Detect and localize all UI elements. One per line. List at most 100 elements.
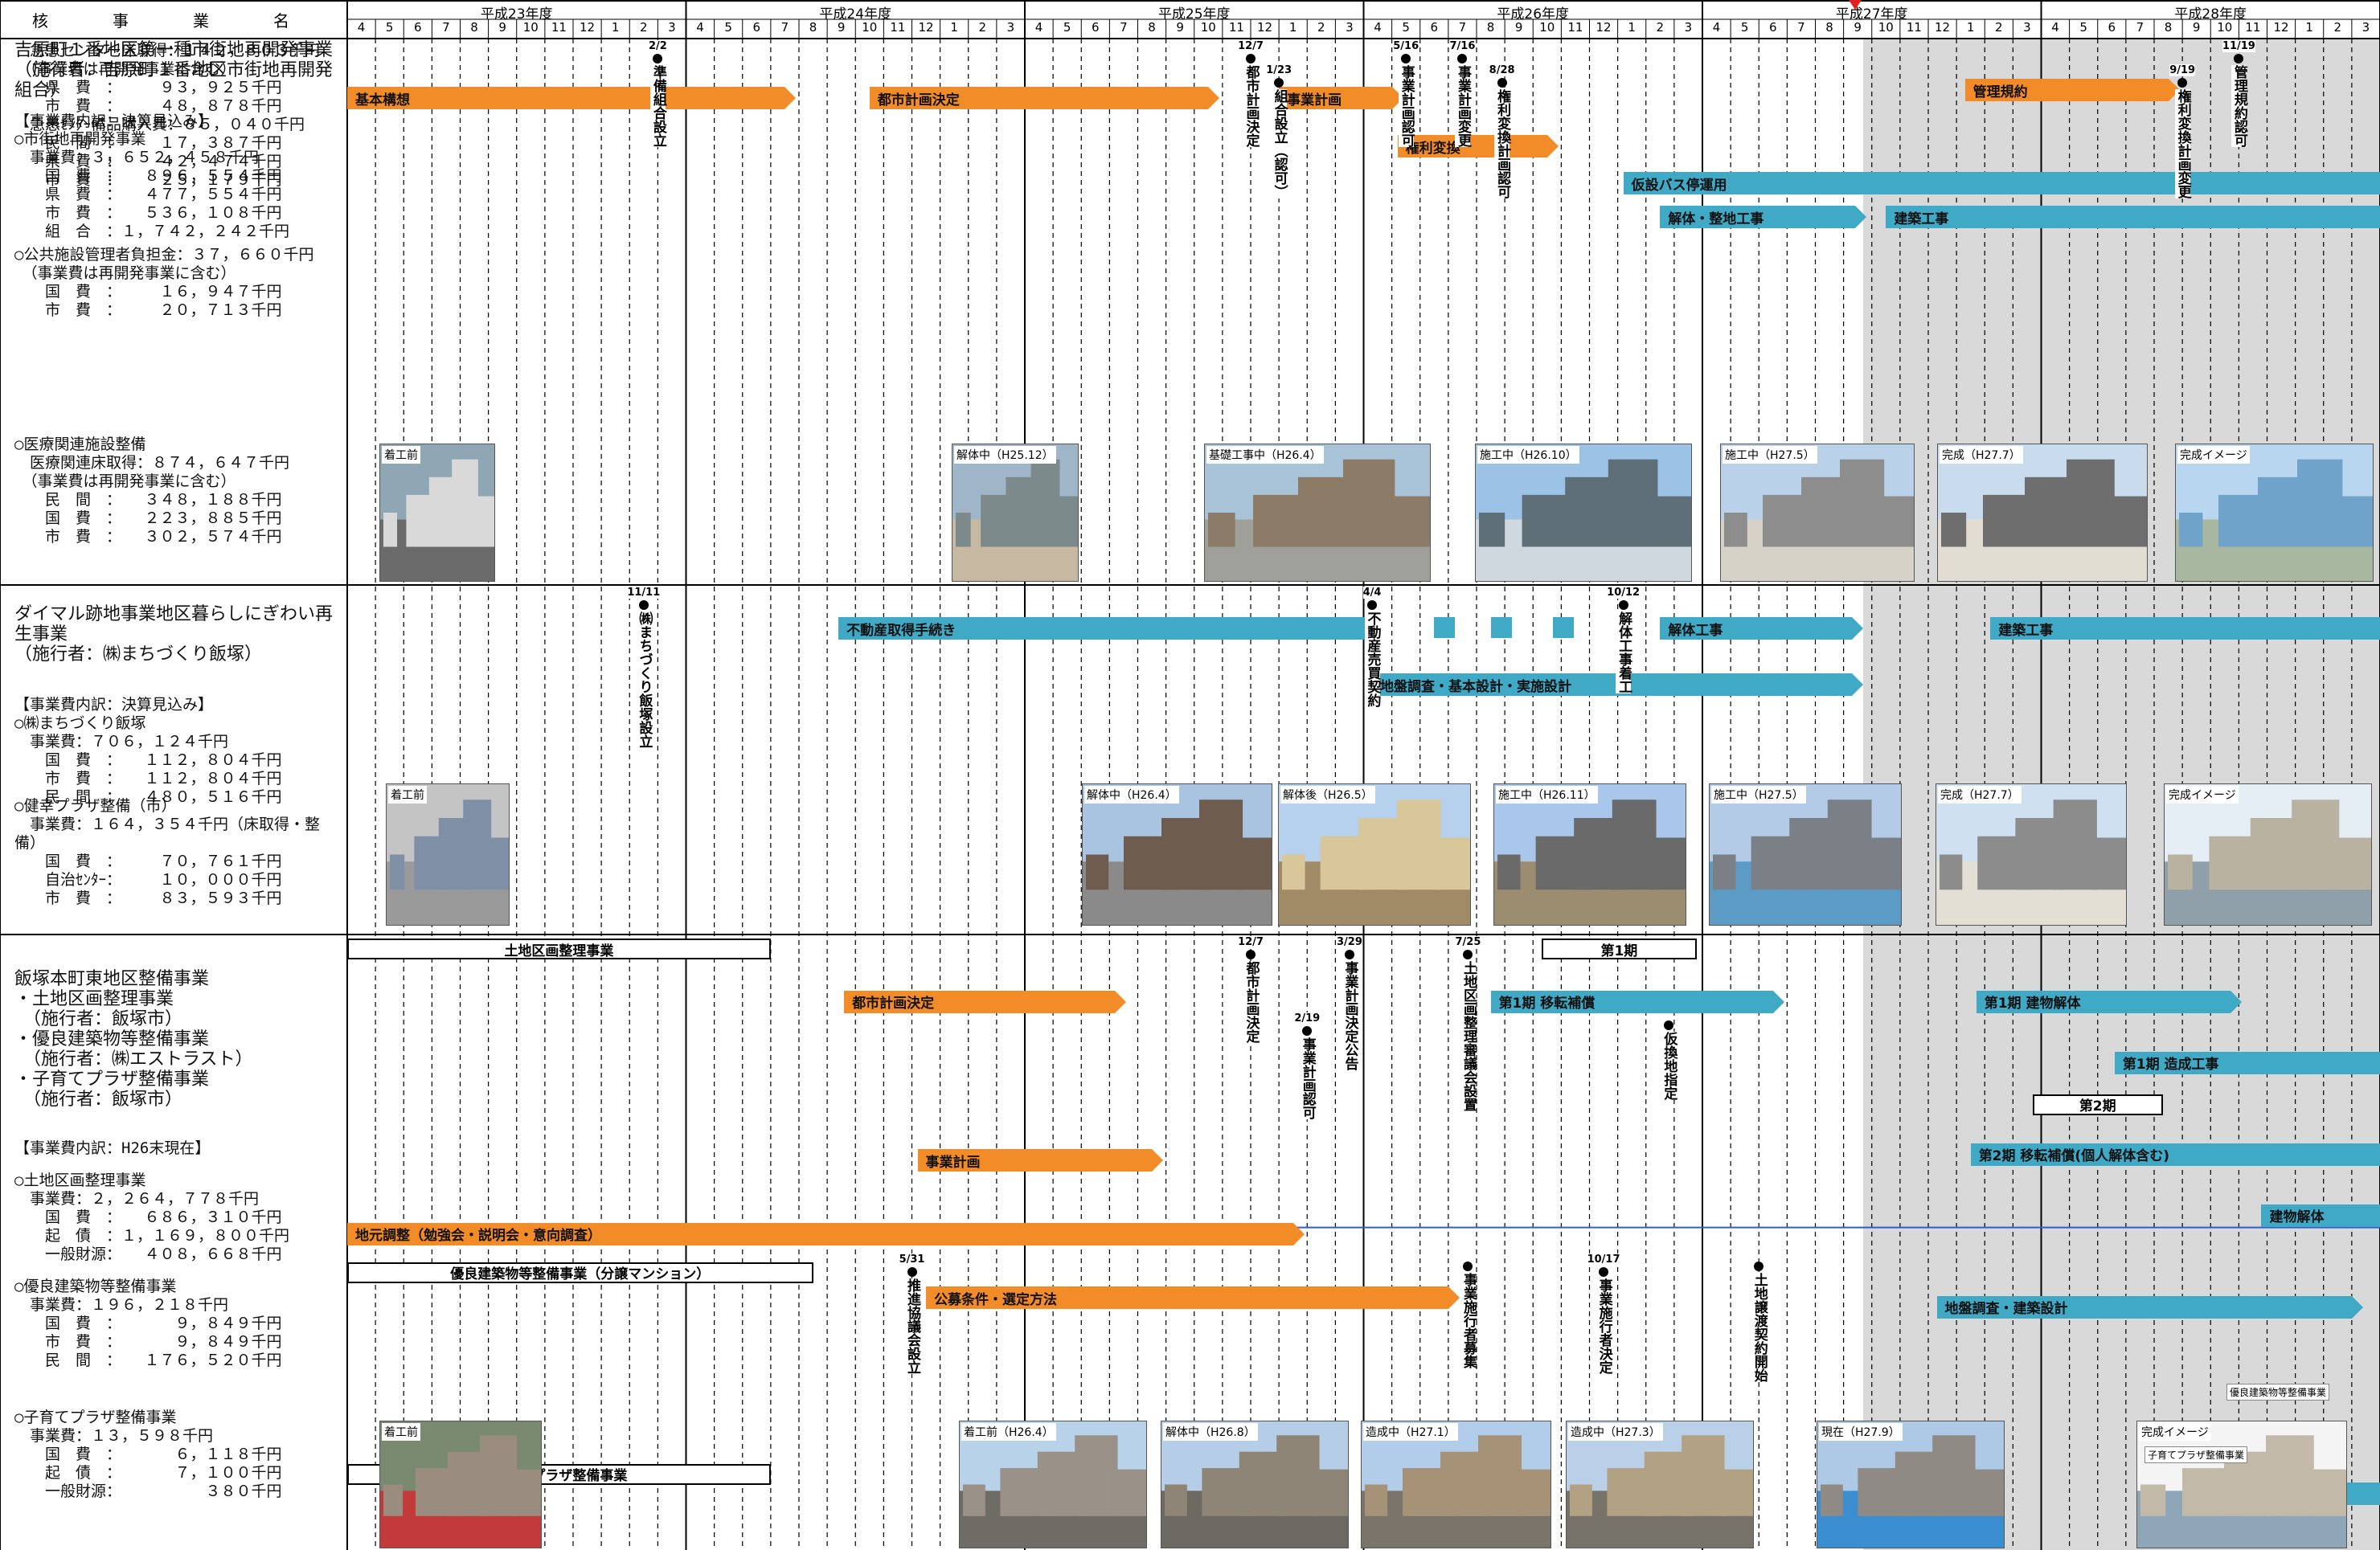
photo-caption: 着工前	[382, 1423, 420, 1441]
milestone-dot	[1302, 1026, 1313, 1036]
photo-image	[380, 444, 494, 581]
milestone-label: 権利変換計画変更	[2174, 89, 2191, 198]
month-label: 4	[696, 20, 704, 35]
milestone-dot	[1599, 1267, 1609, 1278]
milestone-label: 事業施行者決定	[1596, 1278, 1612, 1375]
bar-label: 第1期 移転補償	[1498, 996, 1596, 1012]
month-label: 5	[385, 20, 394, 35]
milestone-label: 管理規約認可	[2230, 65, 2247, 147]
photo-image	[1476, 444, 1691, 581]
photo-caption: 基礎工事中（H26.4）	[1206, 446, 1324, 464]
month-label: 12	[2273, 20, 2289, 35]
photo-caption: 着工前	[388, 786, 427, 804]
milestone-dot	[1457, 54, 1468, 63]
month-label: 8	[809, 20, 817, 35]
bar-arrowhead	[1448, 1286, 1460, 1310]
milestone-dot	[1274, 78, 1284, 88]
month-label: 3	[1684, 20, 1693, 35]
month-label: 11	[1906, 20, 1922, 35]
milestone-date: 11/19	[2222, 40, 2255, 52]
month-label: 12	[1935, 20, 1951, 35]
milestone-date: 1/23	[1266, 64, 1292, 76]
milestone: 11/11㈱まちづくり飯塚設立	[627, 587, 661, 748]
milestone-date: 5/31	[899, 1253, 925, 1266]
bar-arrowhead	[1391, 87, 1403, 109]
photo-image	[387, 784, 509, 925]
bar-label: 建築工事	[1998, 622, 2054, 639]
milestone: 5/16 事業計画認可	[1393, 40, 1419, 147]
photo-image	[1721, 444, 1914, 581]
photo-caption: 解体中（H26.4）	[1084, 786, 1179, 804]
photo-image	[1817, 1421, 2004, 1548]
month-label: 7	[780, 20, 789, 35]
bar-label: 第1期 造成工事	[2122, 1057, 2219, 1074]
milestone-date: 5/16	[1393, 40, 1419, 52]
site-photo: 造成中（H27.1）	[1361, 1421, 1551, 1548]
milestone-label: 都市計画決定	[1243, 961, 1260, 1043]
site-photo: 施工中（H27.5）	[1720, 444, 1915, 582]
photo-image	[1279, 784, 1470, 925]
month-label: 9	[1854, 20, 1862, 35]
month-label: 5	[1063, 20, 1071, 35]
month-label: 4	[1374, 20, 1382, 35]
year-label: 平成25年度	[1157, 6, 1231, 22]
month-label: 7	[1120, 20, 1128, 35]
construction-bar: 第1期 移転補償	[1490, 990, 1784, 1013]
milestone-dot	[1463, 950, 1473, 959]
month-label: 5	[724, 20, 732, 35]
planning-bar: 基本構想	[347, 87, 797, 109]
year-label: 平成23年度	[480, 6, 553, 22]
planning-bar: 事業計画	[1279, 87, 1403, 109]
milestone-date: 9/19	[2169, 64, 2196, 76]
photo-caption: 造成中（H27.3）	[1568, 1423, 1663, 1441]
month-label: 6	[752, 20, 761, 35]
month-label: 8	[1148, 20, 1156, 35]
month-label: 12	[580, 20, 596, 35]
month-label: 8	[1825, 20, 1833, 35]
project-description: ○市街地再開発事業 事業費：３，６５２，４５８千円 国 費 ： ８９６，５５４千…	[14, 130, 290, 240]
milestone-label: 事業計画認可	[1398, 65, 1415, 147]
construction-bar: 第2期 移転補償(個人解体含む)	[1970, 1143, 2380, 1166]
month-label: 1	[950, 20, 958, 35]
milestone: 土地譲渡契約開始	[1749, 1260, 1768, 1382]
month-label: 10	[522, 20, 539, 35]
photo-caption: 解体中（H26.8）	[1163, 1423, 1258, 1441]
bar-arrowhead	[1854, 206, 1866, 228]
milestone: 事業施行者募集	[1458, 1260, 1477, 1368]
month-label: 2	[1317, 20, 1325, 35]
construction-bar: 不動産取得手続き	[838, 617, 1381, 640]
milestone-date: 4/4	[1362, 587, 1382, 599]
task-block	[1434, 617, 1456, 638]
month-label: 1	[611, 20, 620, 35]
planning-bar: 権利変換	[1397, 135, 1559, 157]
bar-arrowhead	[1292, 1222, 1305, 1245]
milestone-dot	[1618, 600, 1628, 610]
month-label: 6	[1092, 20, 1100, 35]
bar-label: 第1期 建物解体	[1984, 996, 2081, 1012]
milestone-label: 都市計画決定	[1243, 65, 1260, 147]
site-photo: 解体中（H26.8）	[1161, 1421, 1349, 1548]
site-photo: 施工中（H26.11）	[1493, 783, 1686, 926]
photo-caption: 施工中（H27.5）	[1711, 786, 1806, 804]
bar-label: 事業計画	[925, 1154, 981, 1171]
project-description: ○子育てプラザ整備事業 事業費：１３，５９８千円 国 費 ： ６，１１８千円 起…	[14, 1409, 282, 1500]
planning-bar: 公募条件・選定方法	[926, 1286, 1460, 1310]
bar-arrowhead	[1115, 990, 1127, 1013]
year-label: 平成27年度	[1835, 6, 1908, 22]
milestone: 11/19 管理規約認可	[2222, 40, 2255, 147]
image-caption-bottom: 子育てプラザ整備事業	[2144, 1446, 2248, 1463]
milestone-date: 3/29	[1337, 936, 1362, 948]
milestone-dot	[2234, 54, 2244, 63]
month-label: 7	[2136, 20, 2144, 35]
bar-arrowhead	[1772, 990, 1784, 1013]
bar-label: 仮設バス停運用	[1631, 177, 1727, 194]
month-label: 4	[1712, 20, 1721, 35]
project-description: ○土地区画整理事業 事業費：２，２６４，７７８千円 国 費 ： ６８６，３１０千…	[14, 1172, 290, 1263]
bar-label: 解体・整地工事	[1668, 211, 1764, 227]
header-title: 核 事 業 名	[32, 10, 313, 31]
bar-arrowhead	[1852, 617, 1864, 640]
year-label: 平成28年度	[2174, 6, 2247, 22]
